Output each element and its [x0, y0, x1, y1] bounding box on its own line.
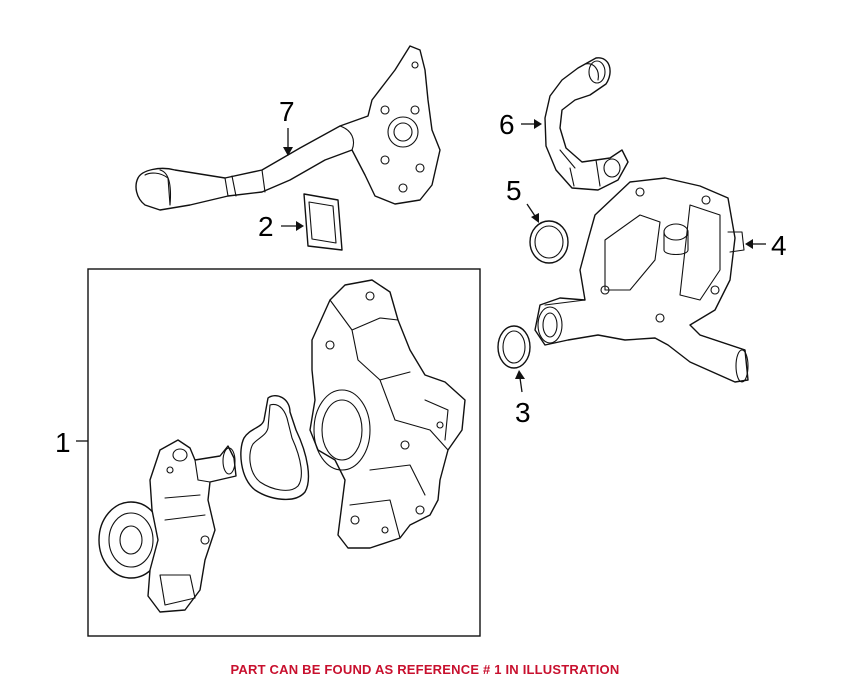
part-6-coolant-hose — [544, 57, 629, 191]
callout-6-leader — [521, 119, 542, 129]
footer-note: PART CAN BE FOUND AS REFERENCE # 1 IN IL… — [230, 662, 620, 677]
callout-label-5: 5 — [506, 175, 522, 206]
part-5-o-ring — [529, 220, 569, 264]
callout-3-leader — [515, 370, 525, 393]
callout-5-leader — [526, 203, 539, 223]
callout-label-3: 3 — [515, 397, 531, 428]
part-7-coolant-pipe — [135, 45, 441, 211]
callout-label-2: 2 — [258, 211, 274, 242]
callout-label-1: 1 — [55, 427, 71, 458]
part-2-gasket — [303, 193, 343, 251]
assembly-1-frame — [87, 268, 481, 637]
part-4-thermostat-housing — [534, 177, 749, 383]
part-3-o-ring — [497, 325, 531, 369]
callout-4-leader — [745, 239, 766, 249]
callout-label-4: 4 — [771, 230, 787, 261]
callout-label-7: 7 — [279, 96, 295, 127]
callout-2-leader — [281, 221, 304, 231]
callout-7-leader — [283, 128, 293, 156]
part-1-water-pump — [98, 439, 237, 613]
part-1-engine-housing — [309, 279, 466, 549]
callout-label-6: 6 — [499, 109, 515, 140]
part-1-pump-gasket — [240, 394, 310, 500]
